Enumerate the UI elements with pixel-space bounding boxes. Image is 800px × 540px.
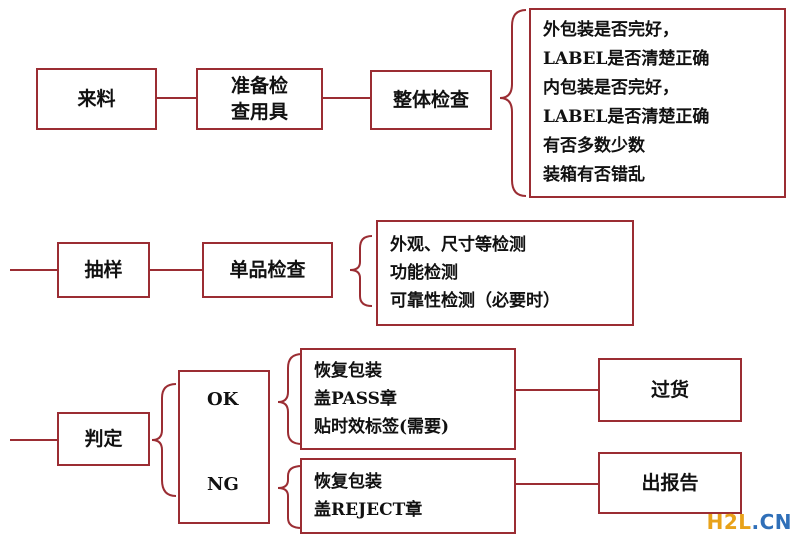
ng-action-item: 盖REJECT章 [314, 500, 423, 520]
check-item: 外包装是否完好， [543, 20, 679, 40]
watermark-cn: .CN [751, 510, 792, 534]
prepare-tools-box: 准备检 查用具 [196, 68, 323, 130]
brace-judge [151, 383, 177, 497]
report-box: 出报告 [598, 452, 742, 514]
judge-label: 判定 [84, 428, 123, 450]
unit-inspection-label: 单品检查 [229, 259, 306, 281]
incoming-box: 来料 [36, 68, 157, 130]
brace-unit-tests [349, 235, 373, 307]
prepare-tools-line-2: 查用具 [230, 101, 288, 123]
test-item: 可靠性检测（必要时） [390, 291, 560, 311]
unit-tests-box: 外观、尺寸等检测 功能检测 可靠性检测（必要时） [376, 220, 634, 326]
test-item: 外观、尺寸等检测 [390, 235, 526, 255]
pass-goods-box: 过货 [598, 358, 742, 422]
overall-inspection-box: 整体检查 [370, 70, 492, 130]
ok-action-item: 盖PASS章 [314, 389, 397, 409]
overall-inspection-label: 整体检查 [392, 89, 469, 111]
check-item: 内包装是否完好， [543, 78, 679, 98]
check-item: 装箱有否错乱 [543, 165, 645, 185]
incoming-label: 来料 [77, 88, 116, 110]
check-item: LABEL是否清楚正确 [543, 107, 710, 127]
check-item: 有否多数少数 [543, 136, 645, 156]
ok-action-item: 恢复包装 [314, 361, 382, 381]
ok-actions-box: 恢复包装 盖PASS章 贴时效标签(需要) [300, 348, 516, 450]
ok-action-item: 贴时效标签(需要) [314, 417, 450, 437]
prepare-tools-line-1: 准备检 [230, 75, 288, 97]
ng-label: NG [207, 474, 239, 495]
ok-ng-box [178, 370, 270, 524]
report-label: 出报告 [641, 472, 699, 494]
overall-checks-box: 外包装是否完好， LABEL是否清楚正确 内包装是否完好， LABEL是否清楚正… [529, 8, 786, 198]
brace-ok [277, 353, 303, 445]
sampling-box: 抽样 [57, 242, 150, 298]
ok-label: OK [207, 389, 239, 410]
ng-actions-box: 恢复包装 盖REJECT章 [300, 458, 516, 534]
judge-box: 判定 [57, 412, 150, 466]
site-watermark: H2L.CN [707, 510, 792, 534]
check-item: LABEL是否清楚正确 [543, 49, 710, 69]
brace-ng [277, 465, 303, 529]
unit-inspection-box: 单品检查 [202, 242, 333, 298]
ng-action-item: 恢复包装 [314, 472, 382, 492]
sampling-label: 抽样 [84, 259, 123, 281]
brace-overall-checks [499, 9, 527, 197]
watermark-h2l: H2L [706, 510, 752, 534]
test-item: 功能检测 [390, 263, 458, 283]
pass-goods-label: 过货 [650, 379, 689, 401]
